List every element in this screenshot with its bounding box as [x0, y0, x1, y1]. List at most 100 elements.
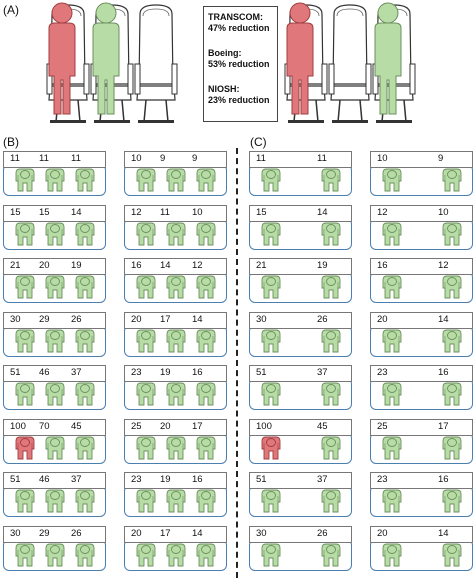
passenger-icon	[75, 168, 95, 192]
exposure-count: 100	[256, 420, 272, 432]
exposure-count: 30	[256, 313, 267, 325]
exposure-count: 26	[317, 313, 328, 325]
passenger-icon	[196, 168, 216, 192]
seat-row-outline	[3, 538, 106, 571]
passenger-icon	[45, 168, 65, 192]
passenger-icon	[136, 222, 156, 245]
passenger-icon	[442, 543, 462, 566]
seat-row-outline	[3, 324, 106, 357]
exposure-count: 51	[256, 474, 267, 485]
legend-item-transcom: TRANSCOM: 47% reduction	[208, 12, 270, 34]
exposure-count: 14	[317, 206, 328, 218]
exposure-count: 10	[131, 153, 142, 164]
exposure-count: 26	[317, 527, 328, 539]
passenger-icon	[196, 543, 216, 566]
passenger-icon	[136, 329, 156, 352]
passenger-icon	[321, 489, 341, 513]
seat-row-outline	[370, 431, 473, 464]
passenger-icon	[136, 168, 156, 192]
legend-name: TRANSCOM:	[208, 12, 263, 22]
seat-row-outline	[3, 164, 106, 196]
passenger-icon	[382, 329, 402, 352]
exposure-count: 9	[192, 153, 198, 164]
passenger-icon	[442, 168, 462, 192]
passenger-icon	[45, 489, 65, 513]
reduction-legend: TRANSCOM: 47% reduction Boeing: 53% redu…	[203, 6, 278, 122]
passenger-icon	[166, 436, 186, 459]
exposure-count: 11	[160, 206, 170, 218]
exposure-count: 23	[377, 474, 388, 485]
exposure-count: 70	[39, 420, 50, 432]
exposure-count: 15	[256, 206, 267, 218]
exposure-count: 12	[377, 206, 388, 218]
exposure-count: 51	[10, 367, 21, 378]
exposure-count: 12	[131, 206, 142, 218]
seat-icon	[134, 4, 178, 123]
legend-name: NIOSH:	[208, 84, 240, 94]
passenger-icon	[15, 329, 35, 352]
seat-row-outline	[370, 217, 473, 250]
exposure-count: 45	[317, 420, 328, 432]
passenger-icon	[166, 382, 186, 406]
exposure-count: 20	[160, 420, 171, 432]
exposure-count: 100	[10, 420, 26, 432]
seat-row-outline	[249, 271, 352, 303]
aircraft-seat-right-1	[284, 2, 328, 126]
passenger-icon	[382, 275, 402, 299]
passenger-icon	[15, 222, 35, 245]
exposure-count: 30	[10, 313, 21, 325]
passenger-icon	[136, 382, 156, 406]
exposure-count: 9	[160, 153, 166, 164]
passenger-icon	[75, 275, 95, 299]
passenger-icon	[166, 489, 186, 513]
exposure-count: 11	[317, 153, 327, 164]
exposure-count: 20	[39, 260, 50, 271]
passenger-icon	[166, 168, 186, 192]
passenger-icon	[166, 222, 186, 245]
exposure-count: 14	[192, 313, 203, 325]
exposure-count: 20	[377, 527, 388, 539]
legend-name: Boeing:	[208, 48, 242, 58]
legend-item-boeing: Boeing: 53% reduction	[208, 48, 270, 70]
seat-row-outline	[249, 485, 352, 517]
exposure-count: 37	[71, 367, 82, 378]
passenger-icon	[382, 436, 402, 459]
passenger-icon	[15, 382, 35, 406]
passenger-icon	[75, 222, 95, 245]
exposure-count: 20	[131, 313, 142, 325]
passenger-icon	[382, 168, 402, 192]
passenger-icon	[196, 382, 216, 406]
seat-row-outline	[370, 485, 473, 517]
seat-row-outline	[124, 217, 227, 250]
seat-row-outline	[124, 378, 227, 410]
legend-value: 53% reduction	[208, 59, 270, 69]
exposure-count: 17	[160, 313, 171, 325]
exposure-count: 10	[438, 206, 449, 218]
passenger-icon	[442, 436, 462, 459]
exposure-count: 19	[317, 260, 328, 271]
passenger-icon	[261, 543, 281, 566]
legend-value: 23% reduction	[208, 95, 270, 105]
passenger-icon	[45, 329, 65, 352]
exposure-count: 15	[39, 206, 50, 218]
exposure-count: 10	[377, 153, 388, 164]
passenger-icon	[75, 436, 95, 459]
seat-row-outline	[249, 217, 352, 250]
exposure-count: 14	[160, 260, 171, 271]
seat-row-left	[46, 2, 178, 126]
exposure-count: 30	[10, 527, 21, 539]
exposure-count: 45	[71, 420, 82, 432]
exposure-count: 29	[39, 527, 50, 539]
exposure-count: 12	[192, 260, 203, 271]
exposure-count: 16	[131, 260, 142, 271]
passenger-icon	[45, 275, 65, 299]
exposure-count: 14	[192, 527, 203, 539]
